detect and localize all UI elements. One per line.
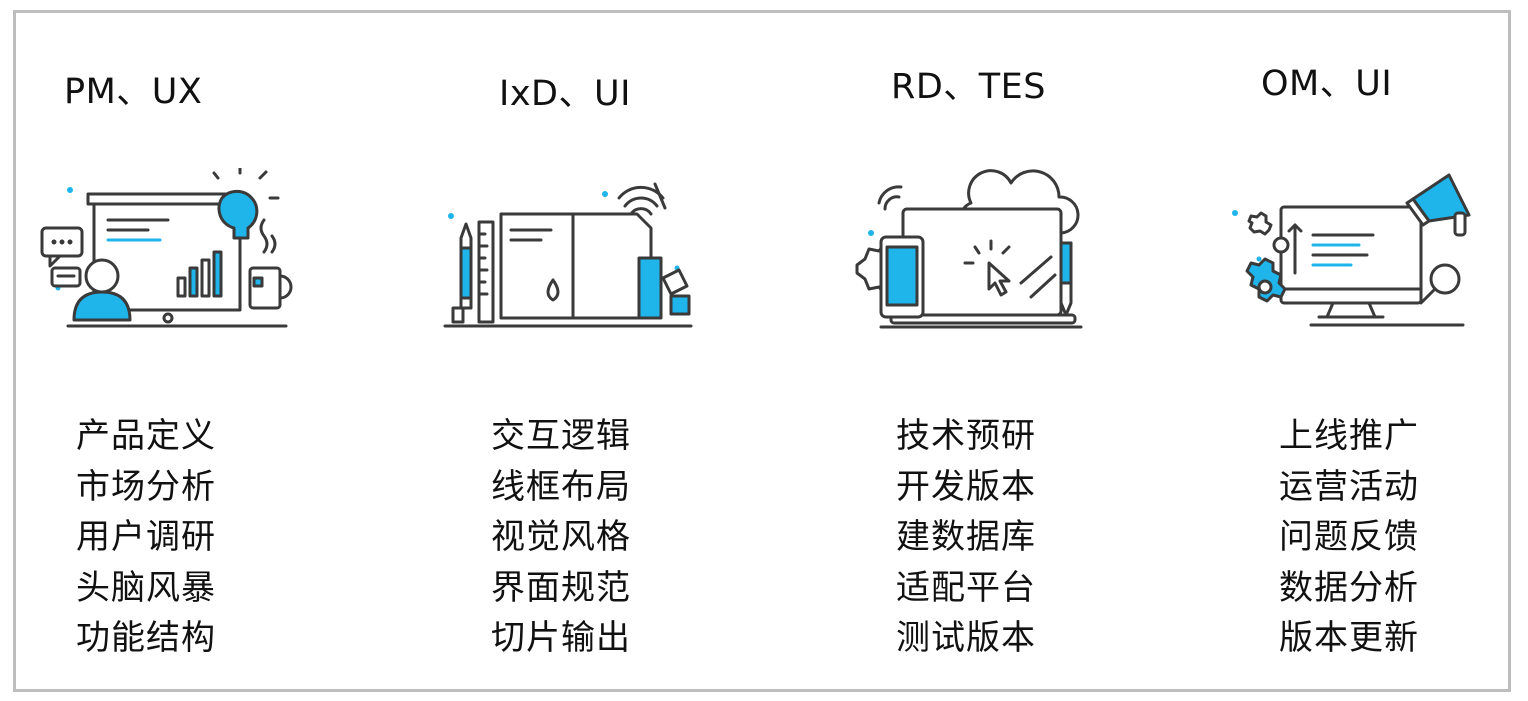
list-item: 技术预研 xyxy=(896,416,1036,456)
list-item: 界面规范 xyxy=(491,567,631,608)
list-item: 交互逻辑 xyxy=(491,416,631,456)
column-title: RD、TES xyxy=(891,67,1046,107)
list-item: 线框布局 xyxy=(491,466,631,507)
list-item: 运营活动 xyxy=(1279,466,1419,507)
list-item: 版本更新 xyxy=(1279,618,1419,658)
presentation-board-icon xyxy=(40,168,293,328)
task-list: 技术预研 开发版本 建数据库 适配平台 测试版本 xyxy=(896,411,1036,664)
list-item: 切片输出 xyxy=(491,618,631,658)
list-item: 上线推广 xyxy=(1279,416,1419,456)
column-rd-tes: RD、TES 技术预研 开发版本 建数据库 适配平台 xyxy=(816,13,1116,689)
list-item: 产品定义 xyxy=(76,416,216,456)
list-item: 头脑风暴 xyxy=(76,567,216,608)
column-title: PM、UX xyxy=(64,72,203,112)
list-item: 问题反馈 xyxy=(1279,517,1419,557)
list-item: 功能结构 xyxy=(76,618,216,658)
column-title: IxD、UI xyxy=(499,74,631,114)
column-om-ui: OM、UI 上线推广 运营活动 xyxy=(1201,13,1501,689)
list-item: 测试版本 xyxy=(896,618,1036,658)
laptop-cloud-icon xyxy=(855,169,1083,329)
list-item: 用户调研 xyxy=(76,517,216,557)
monitor-megaphone-icon xyxy=(1232,173,1471,327)
list-item: 建数据库 xyxy=(896,517,1036,557)
task-list: 产品定义 市场分析 用户调研 头脑风暴 功能结构 xyxy=(76,411,216,664)
column-title: OM、UI xyxy=(1261,64,1393,104)
task-list: 上线推广 运营活动 问题反馈 数据分析 版本更新 xyxy=(1279,411,1419,664)
task-list: 交互逻辑 线框布局 视觉风格 界面规范 切片输出 xyxy=(491,411,631,664)
column-pm-ux: PM、UX xyxy=(16,13,316,689)
list-item: 适配平台 xyxy=(896,567,1036,608)
list-item: 开发版本 xyxy=(896,466,1036,507)
list-item: 视觉风格 xyxy=(491,517,631,557)
list-item: 数据分析 xyxy=(1279,567,1419,608)
list-item: 市场分析 xyxy=(76,466,216,507)
diagram-frame: PM、UX xyxy=(13,10,1511,692)
column-ixd-ui: IxD、UI xyxy=(411,13,711,689)
design-notebook-icon xyxy=(443,182,693,328)
